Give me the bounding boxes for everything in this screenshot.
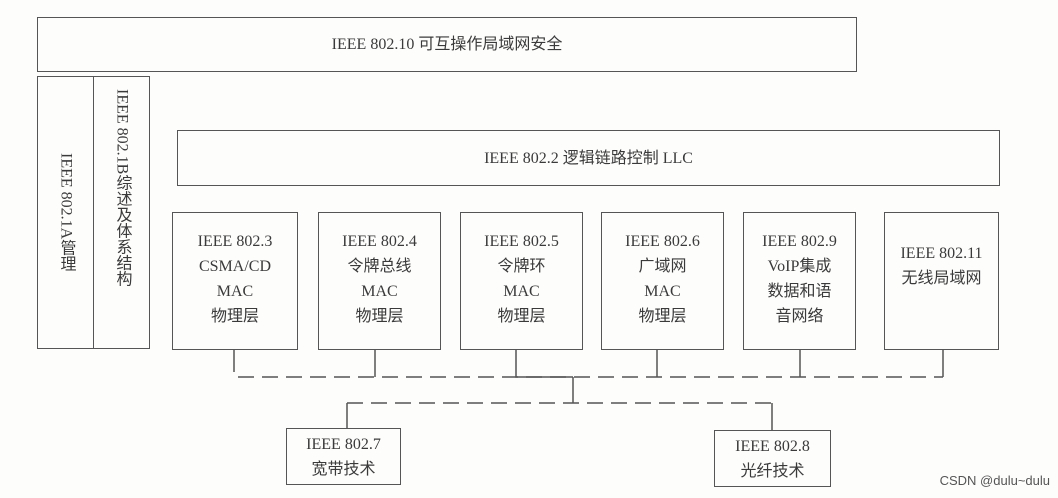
label: MAC: [216, 283, 254, 300]
label: IEEE 802.10 可互操作局域网安全: [331, 36, 563, 53]
label: IEEE 802.11: [900, 245, 983, 262]
watermark: CSDN @dulu~dulu: [939, 473, 1050, 488]
box-802-6: IEEE 802.6 广域网 MAC 物理层: [601, 212, 724, 350]
box-802-7: IEEE 802.7 宽带技术: [286, 428, 401, 485]
box-802-4: IEEE 802.4 令牌总线 MAC 物理层: [318, 212, 441, 350]
label: 令牌总线: [347, 258, 412, 275]
box-802-2-llc: IEEE 802.2 逻辑链路控制 LLC: [177, 130, 1000, 186]
label: IEEE 802.1B综述及体系结构: [113, 89, 131, 287]
label: MAC: [644, 283, 681, 300]
box-802-8: IEEE 802.8 光纤技术: [714, 430, 831, 487]
label: 物理层: [497, 308, 546, 325]
label: 物理层: [210, 308, 259, 325]
label: IEEE 802.4: [342, 233, 417, 250]
label: 宽带技术: [311, 460, 376, 478]
label: IEEE 802.1A管理: [57, 153, 75, 272]
label: 音网络: [775, 308, 824, 325]
label: MAC: [361, 283, 398, 300]
label: CSMA/CD: [198, 258, 272, 275]
label: IEEE 802.6: [625, 233, 700, 250]
box-802-1b: IEEE 802.1B综述及体系结构: [93, 76, 150, 349]
label: IEEE 802.9: [762, 233, 837, 250]
label: IEEE 802.2 逻辑链路控制 LLC: [484, 149, 693, 167]
label: 数据和语: [767, 283, 832, 300]
label: IEEE 802.7: [306, 435, 381, 453]
label: 物理层: [638, 308, 687, 325]
label: IEEE 802.3: [197, 233, 273, 250]
label: IEEE 802.5: [484, 233, 559, 250]
box-802-1a: IEEE 802.1A管理: [37, 76, 94, 349]
label: 无线局域网: [901, 270, 982, 287]
connector-8025: [515, 349, 573, 378]
label: 物理层: [355, 308, 404, 325]
box-802-5: IEEE 802.5 令牌环 MAC 物理层: [460, 212, 583, 350]
label: VoIP集成: [767, 258, 832, 275]
label: 光纤技术: [740, 462, 805, 480]
label: 广域网: [638, 258, 687, 275]
box-802-10: IEEE 802.10 可互操作局域网安全: [37, 17, 857, 72]
box-802-11: IEEE 802.11 无线局域网: [884, 212, 999, 350]
label: MAC: [503, 283, 540, 300]
label: 令牌环: [497, 258, 546, 275]
label: IEEE 802.8: [735, 437, 810, 455]
